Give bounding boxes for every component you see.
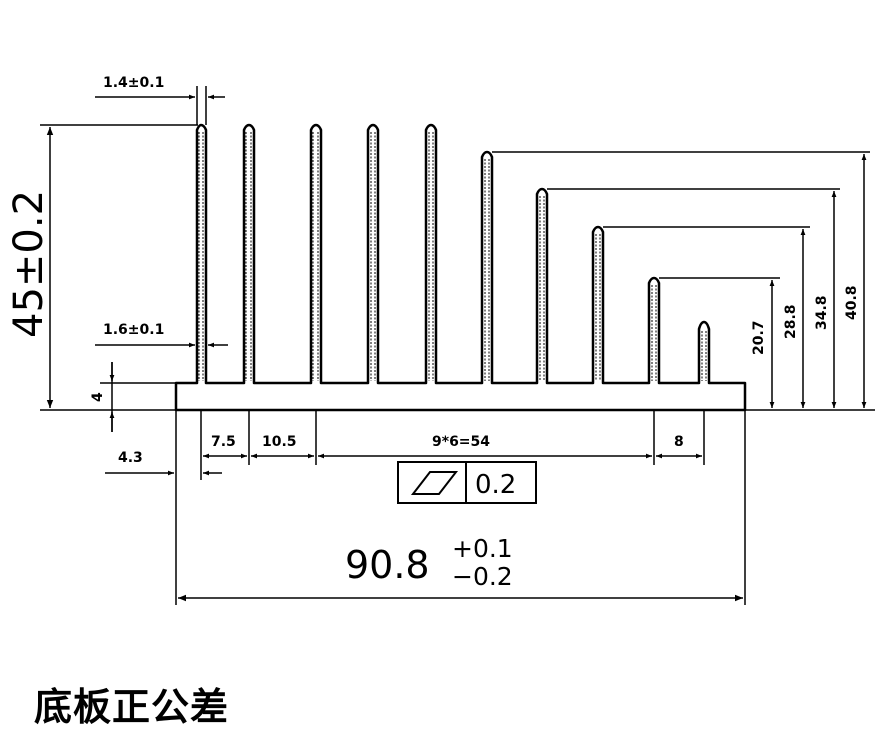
flatness-value: 0.2 <box>475 470 516 500</box>
dim-height-2: 28.8 <box>783 304 799 339</box>
dim-fin-top-thickness: 1.4±0.1 <box>103 75 164 91</box>
dim-pitch-group: 9*6=54 <box>432 434 490 450</box>
width-nominal: 90.8 <box>345 543 430 587</box>
dim-edge-offset: 4.3 <box>118 450 143 466</box>
dim-fin-root-thickness: 1.6±0.1 <box>103 322 164 338</box>
dim-overall-width: 90.8 +0.1 −0.2 <box>345 534 513 591</box>
fin-inner-lines <box>198 132 707 381</box>
flatness-tolerance-frame: 0.2 <box>397 461 537 504</box>
heatsink-drawing: 1.4±0.1 1.6±0.1 4 4.3 7.5 10.5 9*6=54 8 … <box>6 75 875 605</box>
caption: 底板正公差 <box>34 685 230 729</box>
dim-height-3: 34.8 <box>814 295 830 330</box>
dim-height-4: 40.8 <box>844 285 860 320</box>
dim-pitch-1: 7.5 <box>211 434 236 450</box>
dim-base-thickness: 4 <box>90 392 106 402</box>
dimension-lines <box>40 86 875 605</box>
dim-pitch-2: 10.5 <box>262 434 297 450</box>
dim-overall-height: 45±0.2 <box>6 190 52 338</box>
dim-pitch-last: 8 <box>674 434 684 450</box>
width-upper-tolerance: +0.1 <box>452 534 513 563</box>
heatsink-profile <box>174 123 747 412</box>
flatness-icon <box>410 471 459 495</box>
width-lower-tolerance: −0.2 <box>452 562 513 591</box>
dim-height-1: 20.7 <box>751 320 767 355</box>
